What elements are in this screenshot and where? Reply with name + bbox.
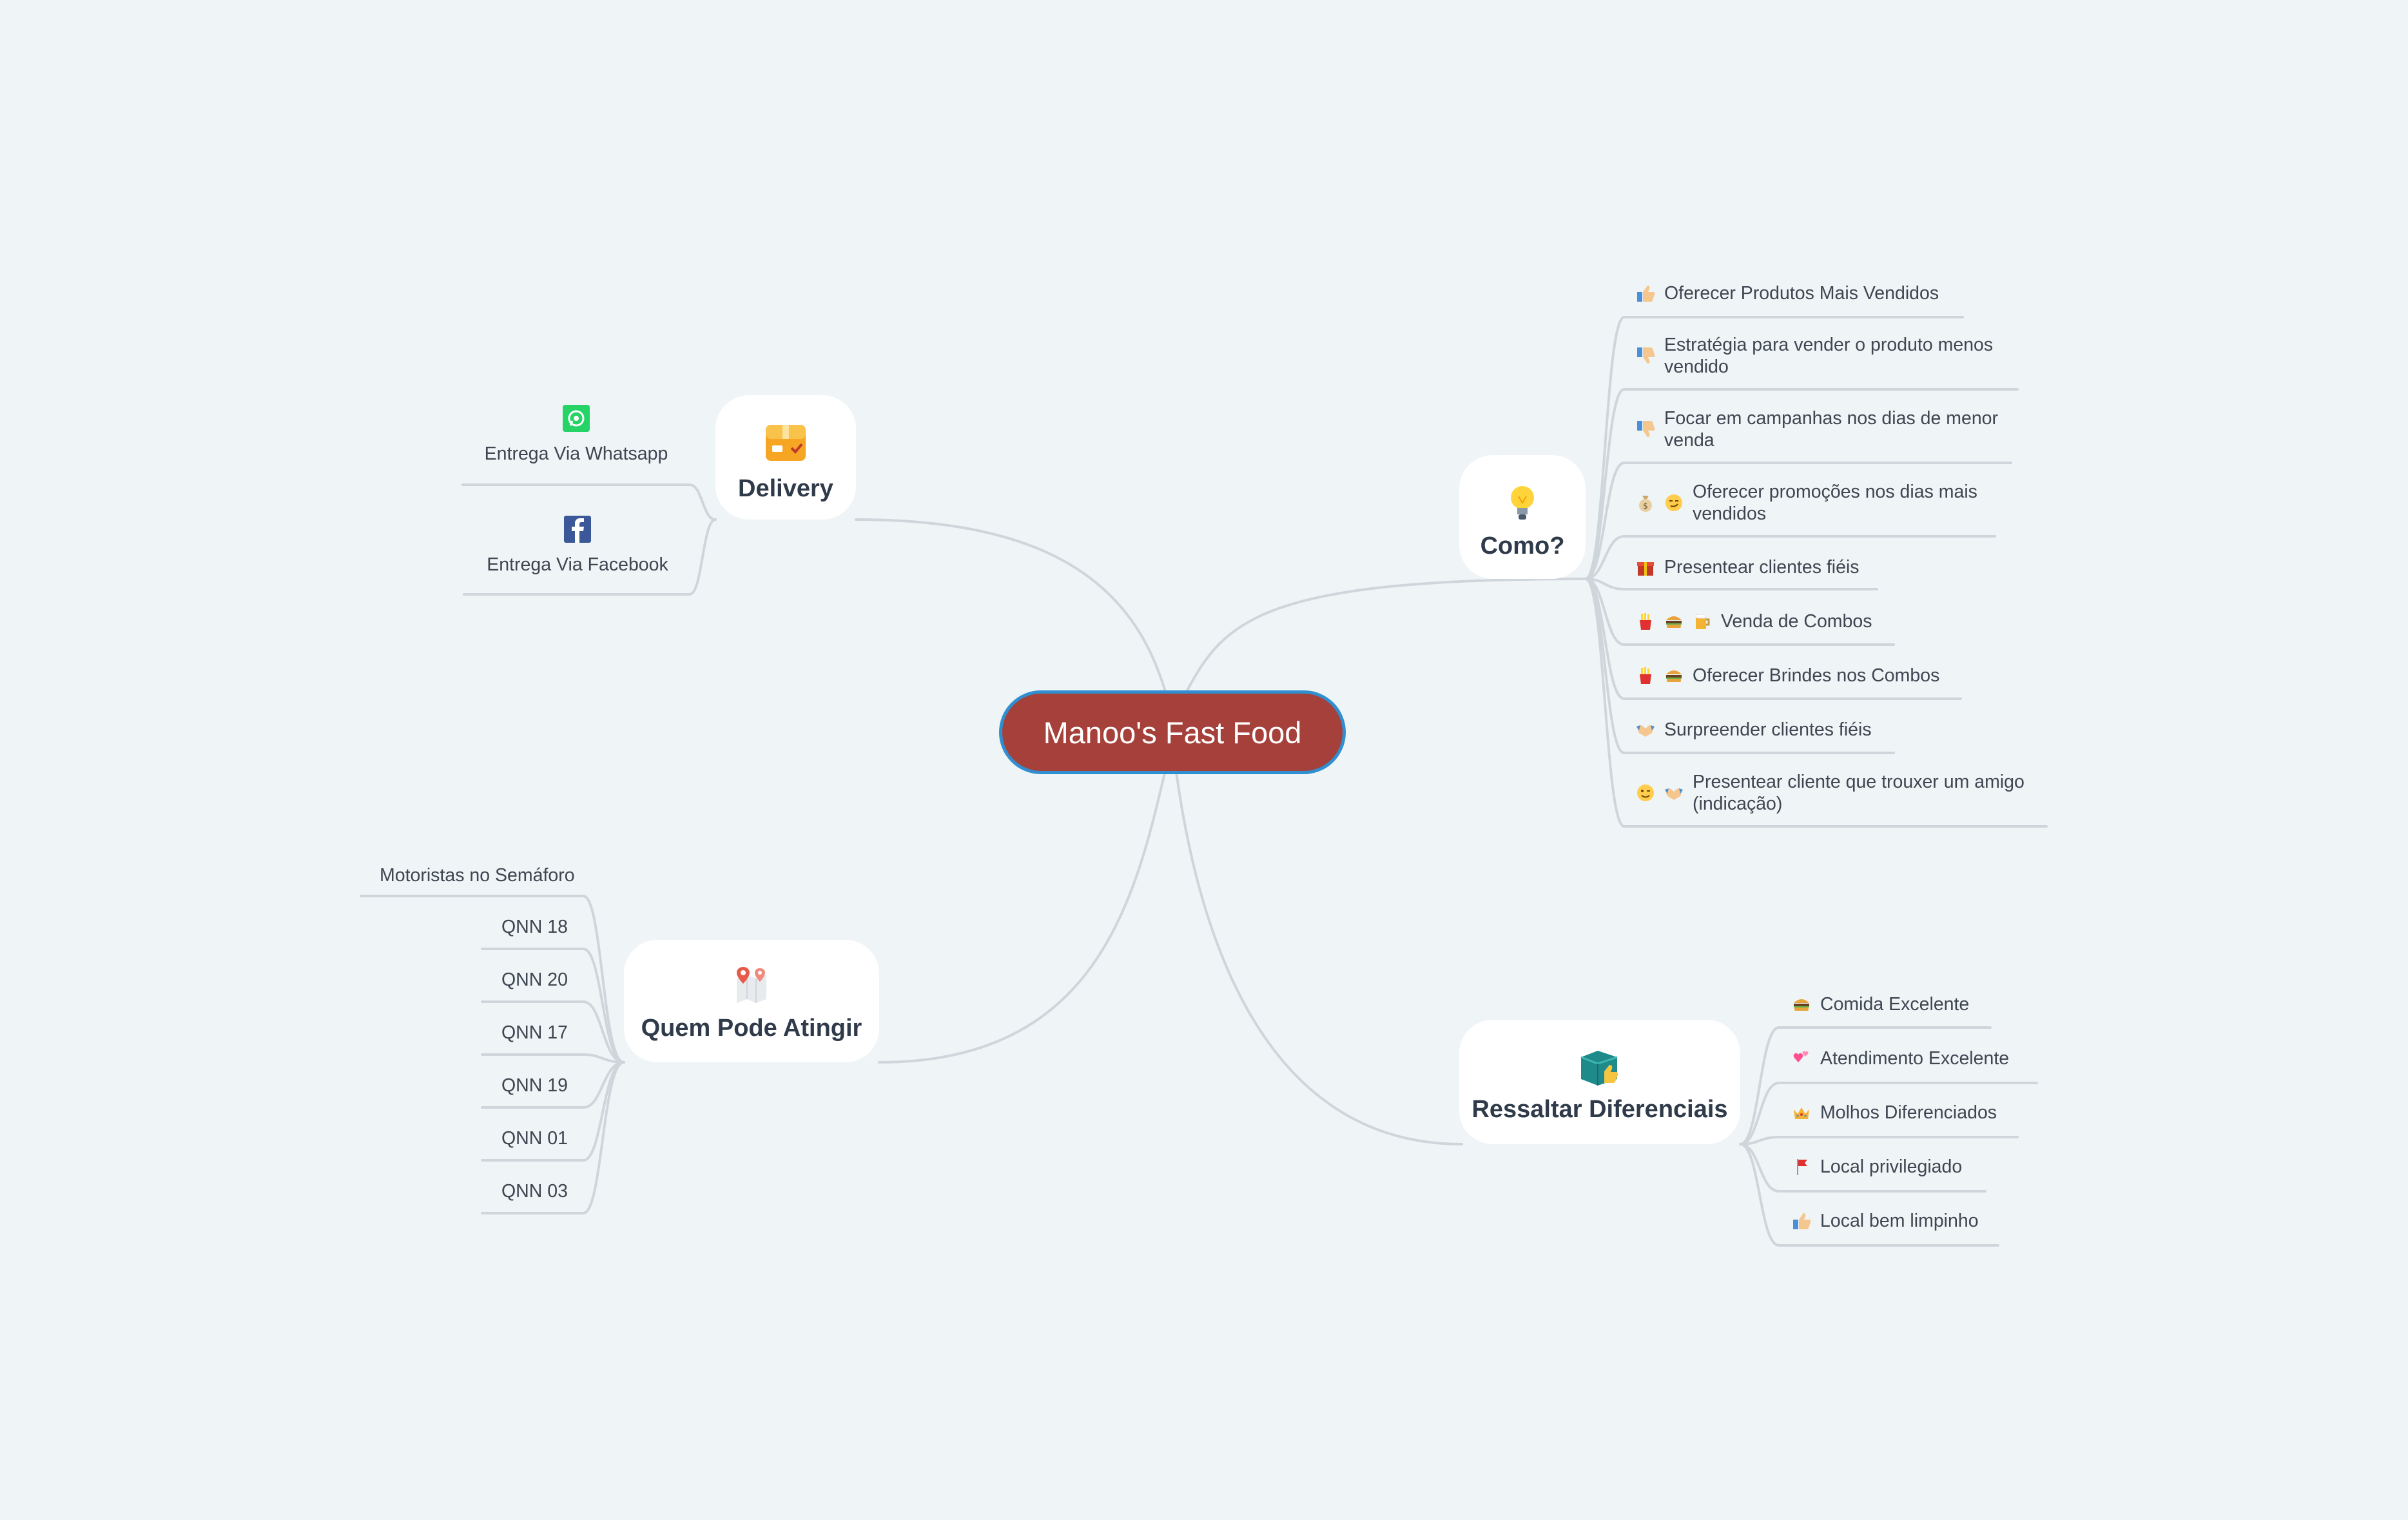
leaf-surpreender[interactable]: Surpreender clientes fiéis [1636, 718, 1872, 741]
handshake-icon [1636, 720, 1655, 739]
central-topic-label: Manoo's Fast Food [1043, 715, 1302, 750]
connector-ressaltar [1175, 771, 1463, 1145]
thumbs-down-icon [1636, 346, 1655, 365]
leaf-qnn-03[interactable]: QNN 03 [501, 1181, 568, 1202]
gift-icon [1636, 558, 1655, 577]
two-hearts-icon [1792, 1049, 1811, 1068]
leaf-comida-excelente[interactable]: Comida Excelente [1792, 993, 1969, 1015]
burger-icon [1664, 612, 1684, 631]
connector-quem [878, 769, 1167, 1064]
leaf-oferecer-brindes[interactable]: Oferecer Brindes nos Combos [1636, 664, 1939, 687]
crown-icon [1792, 1103, 1811, 1122]
burger-icon [1664, 666, 1684, 685]
leaf-atendimento-excelente[interactable]: Atendimento Excelente [1792, 1047, 2009, 1069]
leaf-presentear-amigo[interactable]: Presentear cliente que trouxer um amigo(… [1636, 771, 2024, 815]
leaf-presentear-fieis[interactable]: Presentear clientes fiéis [1636, 556, 1859, 578]
leaf-venda-combos[interactable]: Venda de Combos [1636, 610, 1872, 632]
leaf-qnn-01[interactable]: QNN 01 [501, 1128, 568, 1149]
red-flag-icon [1792, 1157, 1811, 1176]
leaf-motoristas[interactable]: Motoristas no Semáforo [380, 865, 575, 886]
leaf-entrega-facebook[interactable]: Entrega Via Facebook [464, 516, 691, 576]
lightbulb-icon [1506, 482, 1539, 522]
leaf-qnn-18[interactable]: QNN 18 [501, 917, 568, 938]
fries-icon [1636, 666, 1655, 685]
package-icon [763, 421, 808, 463]
connector-delivery [855, 518, 1168, 697]
branch-label: Como? [1480, 532, 1565, 560]
handshake-icon [1664, 783, 1684, 803]
leaf-local-limpinho[interactable]: Local bem limpinho [1792, 1209, 1979, 1232]
branch-ressaltar-diferenciais[interactable]: Ressaltar Diferenciais [1459, 1020, 1740, 1144]
whatsapp-icon [563, 405, 590, 432]
leaf-entrega-whatsapp[interactable]: Entrega Via Whatsapp [463, 405, 690, 465]
thumbs-down-icon [1636, 420, 1655, 439]
thumbs-up-icon [1636, 284, 1655, 303]
smirk-face-icon [1664, 493, 1684, 512]
fries-icon [1636, 612, 1655, 631]
leaf-qnn-20[interactable]: QNN 20 [501, 969, 568, 991]
branch-label: Delivery [738, 475, 833, 502]
branch-quem-pode-atingir[interactable]: Quem Pode Atingir [624, 940, 879, 1062]
beer-icon [1693, 612, 1712, 631]
branch-label: Quem Pode Atingir [641, 1015, 862, 1042]
thumbs-up-icon [1792, 1211, 1811, 1231]
central-topic[interactable]: Manoo's Fast Food [999, 690, 1346, 774]
svg-text:$: $ [1643, 502, 1648, 511]
connector-como [1185, 578, 1587, 694]
money-bag-icon: $ [1636, 493, 1655, 512]
branch-delivery[interactable]: Delivery [715, 395, 856, 520]
box-thumbs-up-icon [1578, 1048, 1621, 1086]
facebook-icon [564, 516, 591, 543]
map-pin-icon [732, 964, 772, 1004]
branch-label: Ressaltar Diferenciais [1471, 1096, 1728, 1123]
leaf-oferecer-produtos[interactable]: Oferecer Produtos Mais Vendidos [1636, 282, 1939, 304]
branch-como[interactable]: Como? [1459, 455, 1586, 579]
wink-face-icon [1636, 783, 1655, 803]
leaf-molhos-diferenciados[interactable]: Molhos Diferenciados [1792, 1101, 1997, 1124]
leaf-qnn-19[interactable]: QNN 19 [501, 1075, 568, 1096]
burger-icon [1792, 995, 1811, 1014]
leaf-qnn-17[interactable]: QNN 17 [501, 1022, 568, 1044]
leaf-local-privilegiado[interactable]: Local privilegiado [1792, 1155, 1962, 1178]
